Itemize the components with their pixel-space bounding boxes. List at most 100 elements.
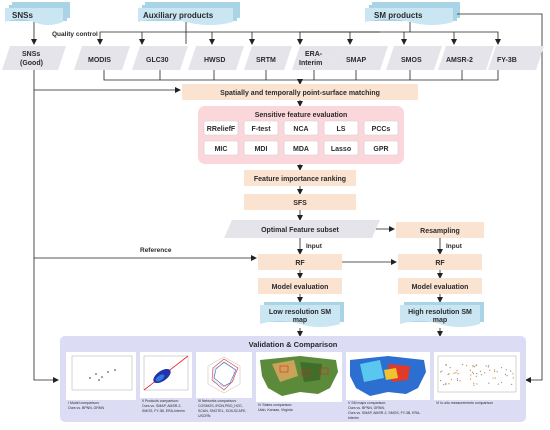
optimal-subset: Optimal Feature subset — [224, 220, 380, 238]
svg-text:MDA: MDA — [293, 146, 309, 153]
svg-text:VI In-situ measurements compar: VI In-situ measurements comparison — [436, 401, 493, 405]
svg-text:F-test: F-test — [251, 126, 271, 133]
auxiliary-products-label: Auxiliary products — [143, 11, 214, 20]
insitu-dot — [455, 372, 457, 374]
insitu-dot — [474, 366, 476, 368]
insitu-dot — [511, 383, 513, 385]
input-smos: SMOS — [386, 46, 442, 70]
rf-right: RF — [398, 254, 482, 270]
svg-text:Ours vs. SMAP, AMSR-2, SMOS, F: Ours vs. SMAP, AMSR-2, SMOS, FY-3B, ERA- — [348, 411, 421, 415]
eval-right: Model evaluation — [398, 278, 482, 294]
insitu-dot — [496, 371, 498, 373]
svg-text:SMAP: SMAP — [346, 57, 367, 64]
input-glc30: GLC30 — [132, 46, 188, 70]
insitu-dot — [445, 382, 447, 384]
svg-text:map: map — [433, 317, 447, 324]
method-gpr: GPR — [363, 140, 399, 156]
insitu-dot — [492, 377, 494, 379]
validation-panel: Validation & Comparison I Model comparis… — [60, 336, 526, 422]
insitu-dot — [449, 367, 451, 369]
svg-text:FY-3B: FY-3B — [497, 57, 517, 64]
input-fy3b: FY-3B — [488, 46, 544, 70]
svg-text:Feature importance ranking: Feature importance ranking — [254, 176, 346, 183]
svg-text:AMSR-2: AMSR-2 — [446, 57, 473, 64]
insitu-dot — [445, 363, 447, 366]
insitu-dot — [476, 373, 478, 375]
auxiliary-products-doc: Auxiliary products — [138, 2, 240, 25]
insitu-dot — [440, 380, 442, 382]
thumb-model-comparison: I Model comparison: Ours vs. BPNN, GRNN — [66, 352, 136, 410]
method-nca: NCA — [283, 120, 319, 136]
eval-left: Model evaluation — [258, 278, 342, 294]
thumb-insitu-comparison: VI In-situ measurements comparison — [434, 352, 520, 405]
svg-text:NCA: NCA — [293, 126, 308, 133]
insitu-dot — [456, 379, 459, 381]
snss-source-doc: SNSs — [5, 2, 70, 25]
svg-text:Ours vs. BPNN, GRNN,: Ours vs. BPNN, GRNN, — [348, 406, 385, 410]
input-label-left: Input — [306, 243, 323, 250]
svg-text:Interim: Interim — [299, 60, 322, 67]
sm-products-doc: SM products — [365, 2, 460, 25]
svg-text:SNSs: SNSs — [22, 51, 40, 58]
insitu-dot — [494, 377, 496, 379]
svg-text:II Products comparison:: II Products comparison: — [142, 399, 179, 403]
input-label-right: Input — [446, 243, 463, 250]
svg-text:USCRN: USCRN — [198, 414, 211, 418]
insitu-dot — [473, 384, 475, 386]
ranking-step: Feature importance ranking — [244, 170, 356, 186]
insitu-dot — [494, 370, 496, 373]
input-hwsd: HWSD — [188, 46, 244, 70]
insitu-dot — [439, 371, 442, 373]
svg-text:Lasso: Lasso — [331, 146, 351, 153]
insitu-dot — [457, 373, 459, 375]
svg-text:Ours vs. BPNN, GRNN: Ours vs. BPNN, GRNN — [68, 406, 104, 410]
method-f-test: F-test — [243, 120, 279, 136]
svg-text:V SM maps comparison:: V SM maps comparison: — [348, 401, 386, 405]
svg-text:ERA-: ERA- — [305, 51, 323, 58]
svg-text:(Good): (Good) — [20, 60, 43, 67]
input-smap: SMAP — [332, 46, 388, 70]
insitu-dot — [461, 364, 464, 366]
insitu-dot — [445, 383, 447, 385]
svg-text:PCCs: PCCs — [372, 126, 391, 133]
method-mic: MIC — [203, 140, 239, 156]
thumb-sm-maps-comparison: V SM maps comparison: Ours vs. BPNN, GRN… — [346, 352, 430, 420]
insitu-dot — [447, 373, 449, 376]
svg-text:Interim: Interim — [348, 416, 359, 420]
reference-label: Reference — [140, 247, 172, 254]
svg-text:SMOS: SMOS — [401, 57, 422, 64]
svg-text:Low resolution SM: Low resolution SM — [269, 309, 331, 316]
svg-text:Model evaluation: Model evaluation — [272, 284, 329, 291]
method-mdi: MDI — [243, 140, 279, 156]
insitu-dot — [448, 373, 450, 375]
insitu-dot — [456, 369, 458, 372]
input-modis: MODIS — [74, 46, 130, 70]
insitu-dot — [487, 366, 489, 368]
insitu-dot — [484, 372, 486, 374]
insitu-dot — [472, 365, 474, 367]
insitu-dot — [453, 372, 455, 374]
insitu-dot — [448, 383, 450, 385]
svg-text:High resolution SM: High resolution SM — [408, 309, 472, 316]
insitu-dots — [439, 363, 514, 386]
svg-text:RF: RF — [295, 260, 305, 267]
insitu-dot — [475, 375, 477, 377]
insitu-dot — [504, 373, 507, 375]
svg-text:GLC30: GLC30 — [146, 57, 169, 64]
insitu-dot — [488, 382, 490, 384]
insitu-dot — [510, 370, 512, 372]
input-amsr2: AMSR-2 — [438, 46, 494, 70]
insitu-dot — [493, 369, 496, 371]
high-res-map: High resolution SM map — [400, 302, 484, 327]
insitu-dot — [475, 364, 477, 367]
svg-text:Resampling: Resampling — [420, 228, 460, 235]
svg-text:Optimal Feature subset: Optimal Feature subset — [261, 227, 339, 234]
svg-text:I Model comparison:: I Model comparison: — [68, 401, 100, 405]
method-pccs: PCCs — [363, 120, 399, 136]
insitu-dot — [485, 365, 487, 367]
snss-source-label: SNSs — [12, 11, 33, 20]
resampling-step: Resampling — [396, 222, 484, 238]
